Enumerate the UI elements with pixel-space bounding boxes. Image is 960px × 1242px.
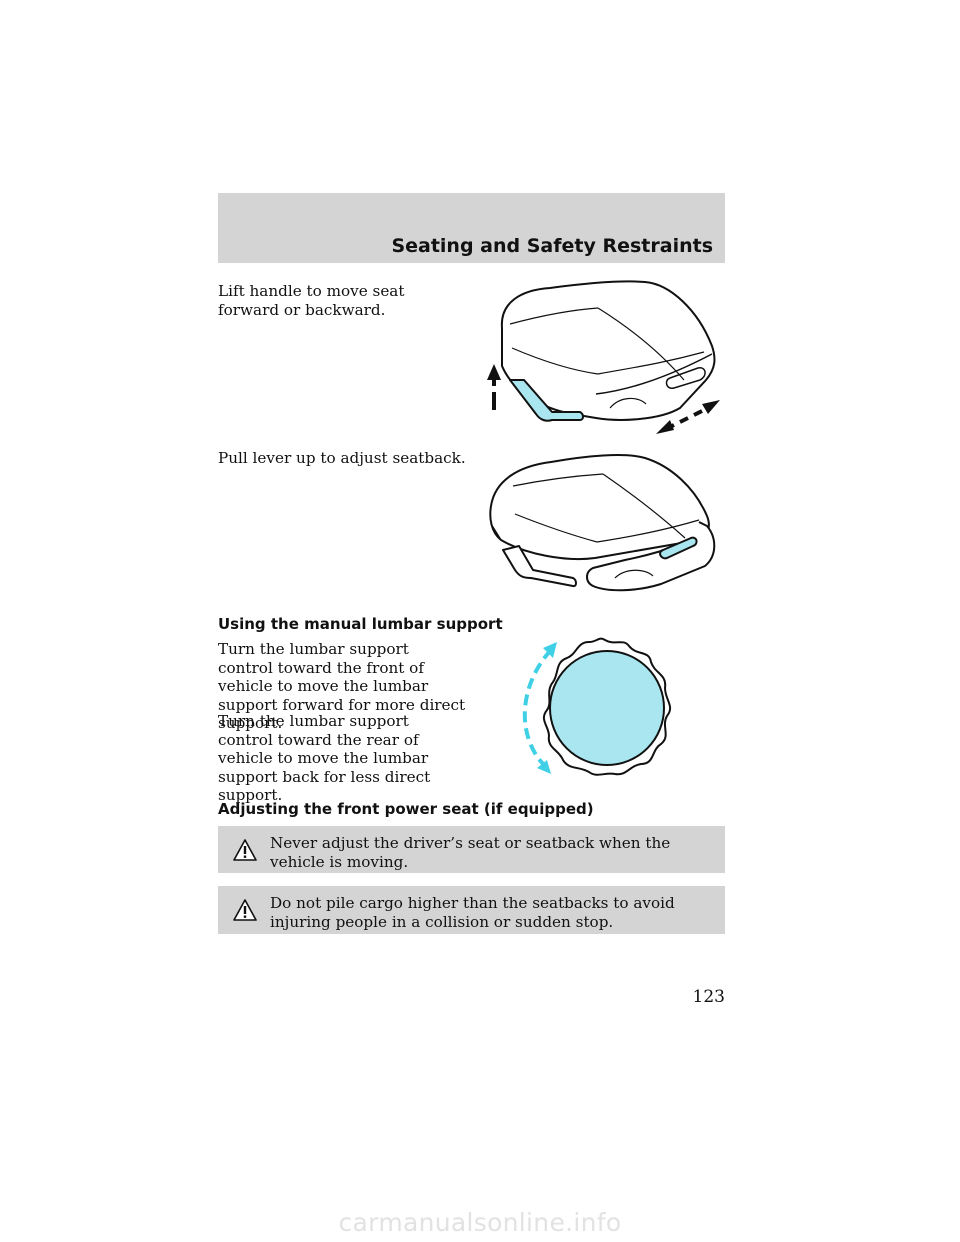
warning-triangle-icon	[233, 839, 257, 861]
warning-text: Do not pile cargo higher than the seatba…	[270, 894, 675, 931]
watermark-text: carmanualsonline.info	[338, 1208, 622, 1237]
seatback-text: Pull lever up to adjust seatback.	[218, 449, 466, 467]
lumbar-knob-illustration	[522, 637, 672, 776]
lumbar-support-heading: Using the manual lumbar support	[218, 615, 503, 633]
lumbar-forward-text: Turn the lumbar support control toward t…	[218, 640, 466, 732]
warning-box: Never adjust the driver’s seat or seatba…	[218, 826, 725, 873]
lumbar-back-text: Turn the lumbar support control toward t…	[218, 712, 431, 804]
power-seat-heading: Adjusting the front power seat (if equip…	[218, 800, 594, 818]
page-number: 123	[692, 987, 725, 1007]
warning-box: Do not pile cargo higher than the seatba…	[218, 886, 725, 934]
section-header-bar: Seating and Safety Restraints	[218, 193, 725, 263]
seatback-lever-illustration	[489, 454, 716, 592]
warning-triangle-icon	[233, 899, 257, 921]
section-title: Seating and Safety Restraints	[391, 235, 713, 257]
seat-forward-text: Lift handle to move seat forward or back…	[218, 282, 405, 319]
warning-text: Never adjust the driver’s seat or seatba…	[270, 834, 671, 871]
seat-track-handle-illustration	[487, 280, 720, 434]
